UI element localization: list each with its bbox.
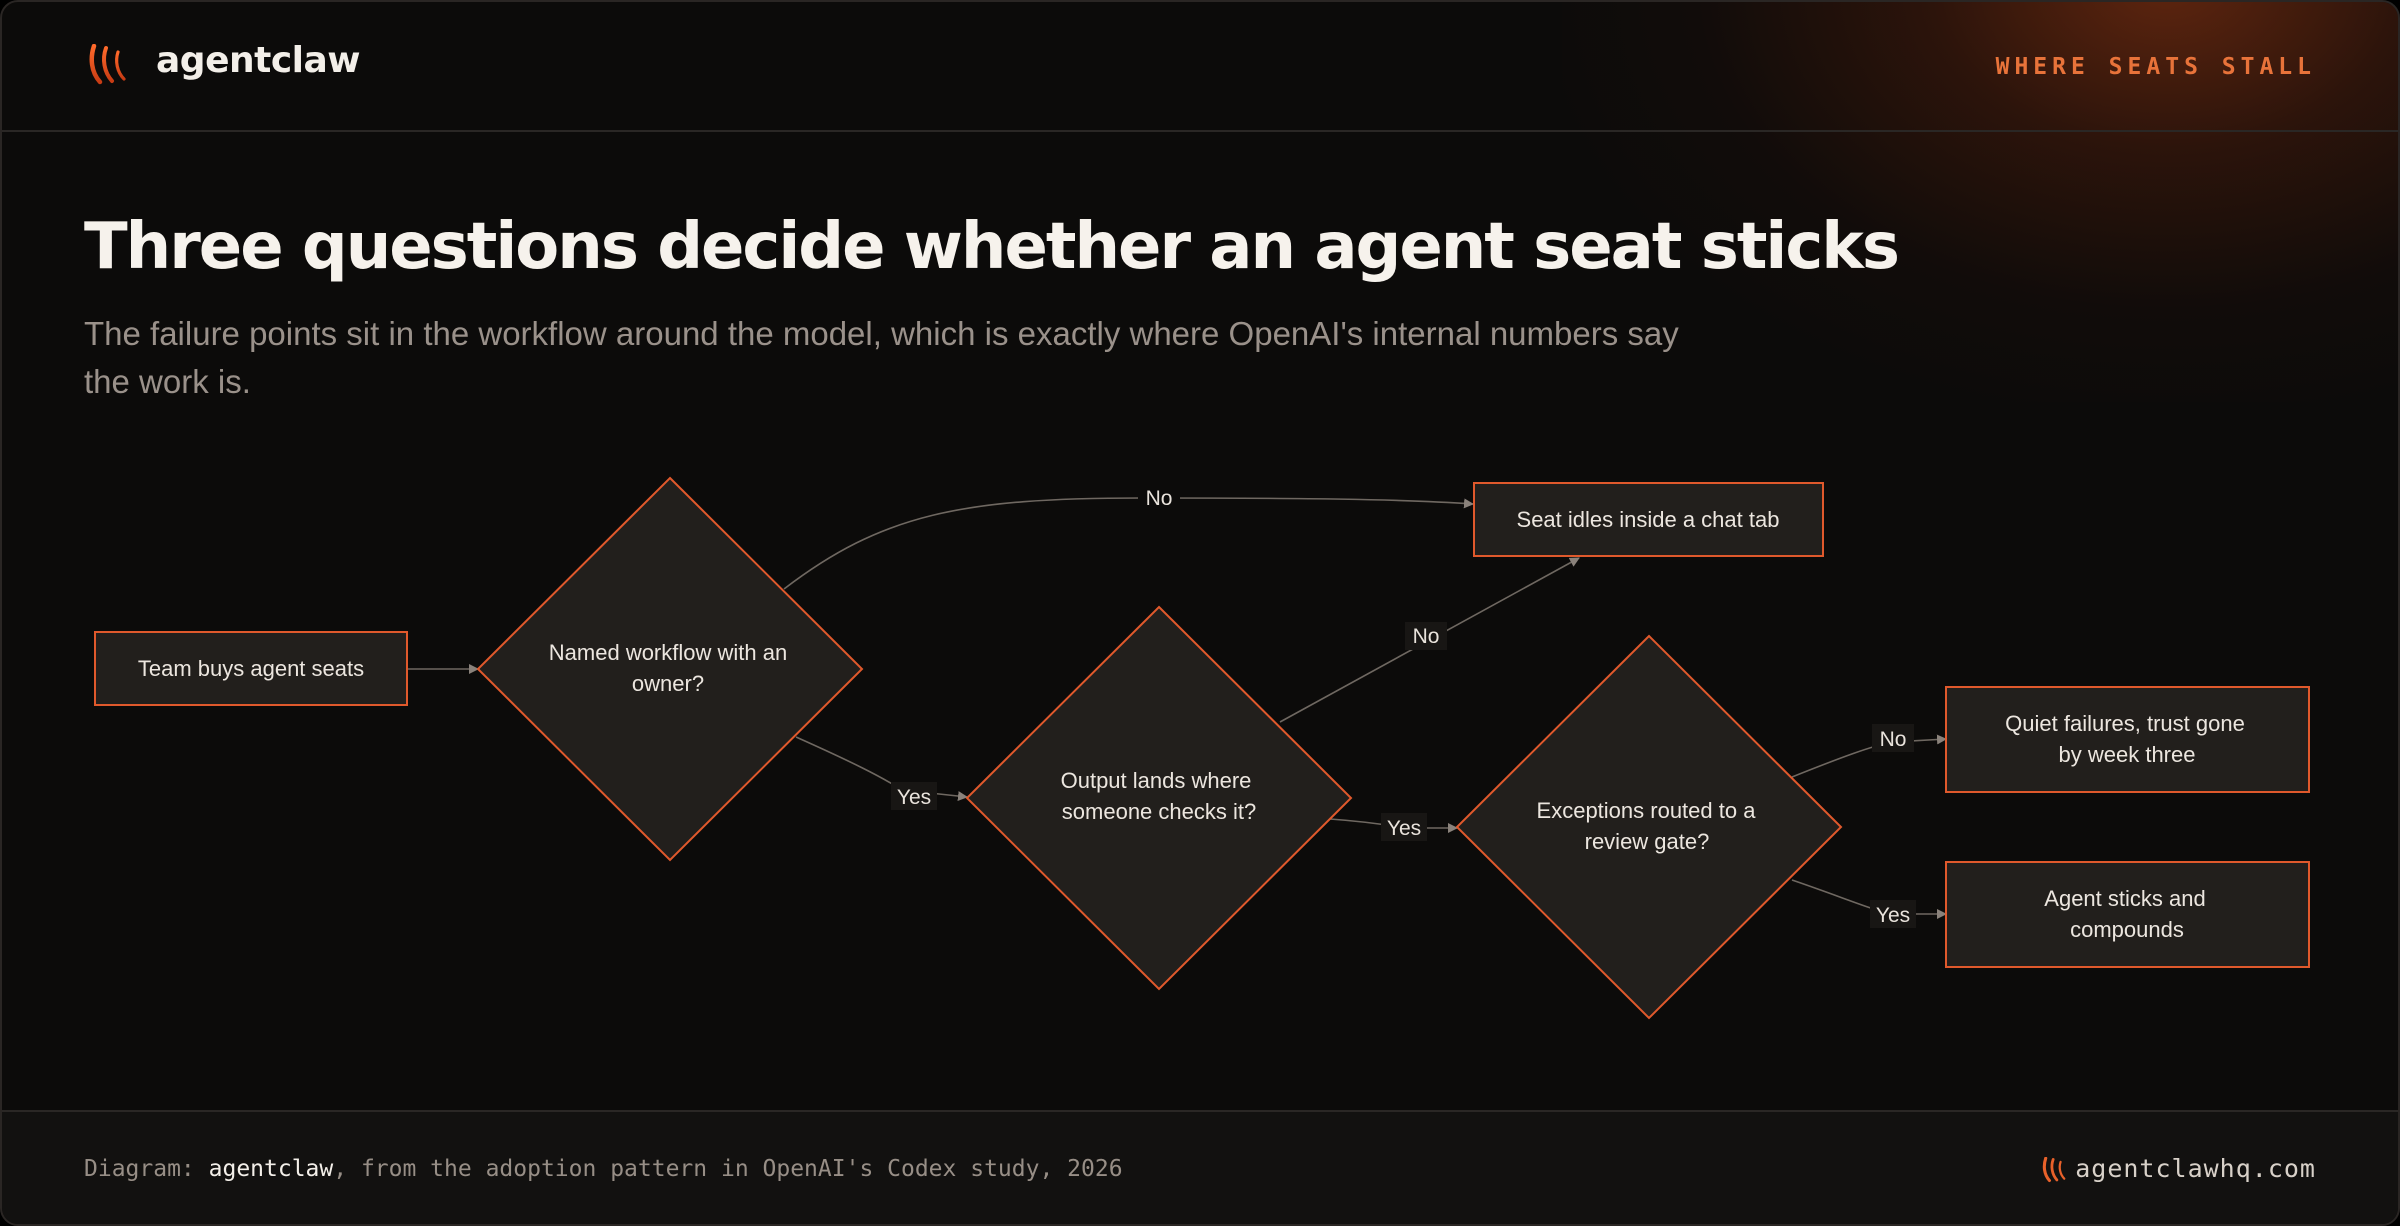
node-q3-label-line2: review gate?	[1585, 829, 1710, 854]
header-tagline: WHERE SEATS STALL	[1995, 54, 2316, 80]
edge-label-q2-yes: Yes	[1387, 817, 1421, 840]
node-end-idle	[1473, 482, 1824, 557]
node-q2-label-line1: Output lands where	[1061, 768, 1252, 793]
edge-q3-no	[1791, 734, 1947, 778]
edge-label-q1-no: No	[1146, 487, 1173, 510]
node-q2-label-line2: someone checks it?	[1062, 799, 1256, 824]
edge-q1-yes	[795, 736, 968, 802]
node-start	[94, 631, 408, 706]
node-q1-label-line2: owner?	[632, 671, 704, 696]
claw-mark-icon	[89, 44, 126, 85]
credit-suffix: , from the adoption pattern in OpenAI's …	[333, 1156, 1123, 1182]
edge-label-q3-no: No	[1880, 728, 1907, 751]
credit-prefix: Diagram:	[84, 1156, 209, 1182]
page-subtitle: The failure points sit in the workflow a…	[84, 315, 1679, 400]
node-end-fail-label-line1: Quiet failures, trust gone	[2005, 711, 2245, 736]
node-end-success	[1945, 861, 2310, 968]
credit-brand: agentclaw	[208, 1156, 334, 1182]
node-start-label: Team buys agent seats	[138, 656, 364, 681]
edge-label-q2-no: No	[1413, 625, 1440, 648]
edge-q1-no	[783, 497, 1474, 590]
edge-label-q1-yes: Yes	[897, 786, 931, 809]
page-title: Three questions decide whether an agent …	[84, 210, 1900, 284]
claw-mark-icon	[2042, 1157, 2066, 1183]
node-q1-diamond	[476, 476, 864, 862]
node-end-success-label-line1: Agent sticks and	[2044, 886, 2205, 911]
edge-q3-yes	[1791, 879, 1947, 919]
node-q3-label-line1: Exceptions routed to a	[1537, 798, 1757, 823]
node-end-idle-label: Seat idles inside a chat tab	[1517, 507, 1780, 532]
header: agentclaw WHERE SEATS STALL	[2, 2, 2398, 132]
node-end-fail	[1945, 686, 2310, 793]
node-end-fail-label-line2: by week three	[2059, 742, 2196, 767]
footer: Diagram: agentclaw, from the adoption pa…	[2, 1110, 2398, 1224]
site-link[interactable]: agentclawhq.com	[2075, 1154, 2316, 1183]
node-end-success-label-line2: compounds	[2070, 917, 2184, 942]
node-q1-label-line1: Named workflow with an	[549, 640, 787, 665]
node-q2-diamond	[965, 605, 1353, 991]
edge-label-q3-yes: Yes	[1876, 904, 1910, 927]
node-q3-diamond	[1455, 634, 1843, 1020]
diagram-credit: Diagram: agentclaw, from the adoption pa…	[84, 1156, 1123, 1182]
brand-name: agentclaw	[156, 40, 361, 81]
